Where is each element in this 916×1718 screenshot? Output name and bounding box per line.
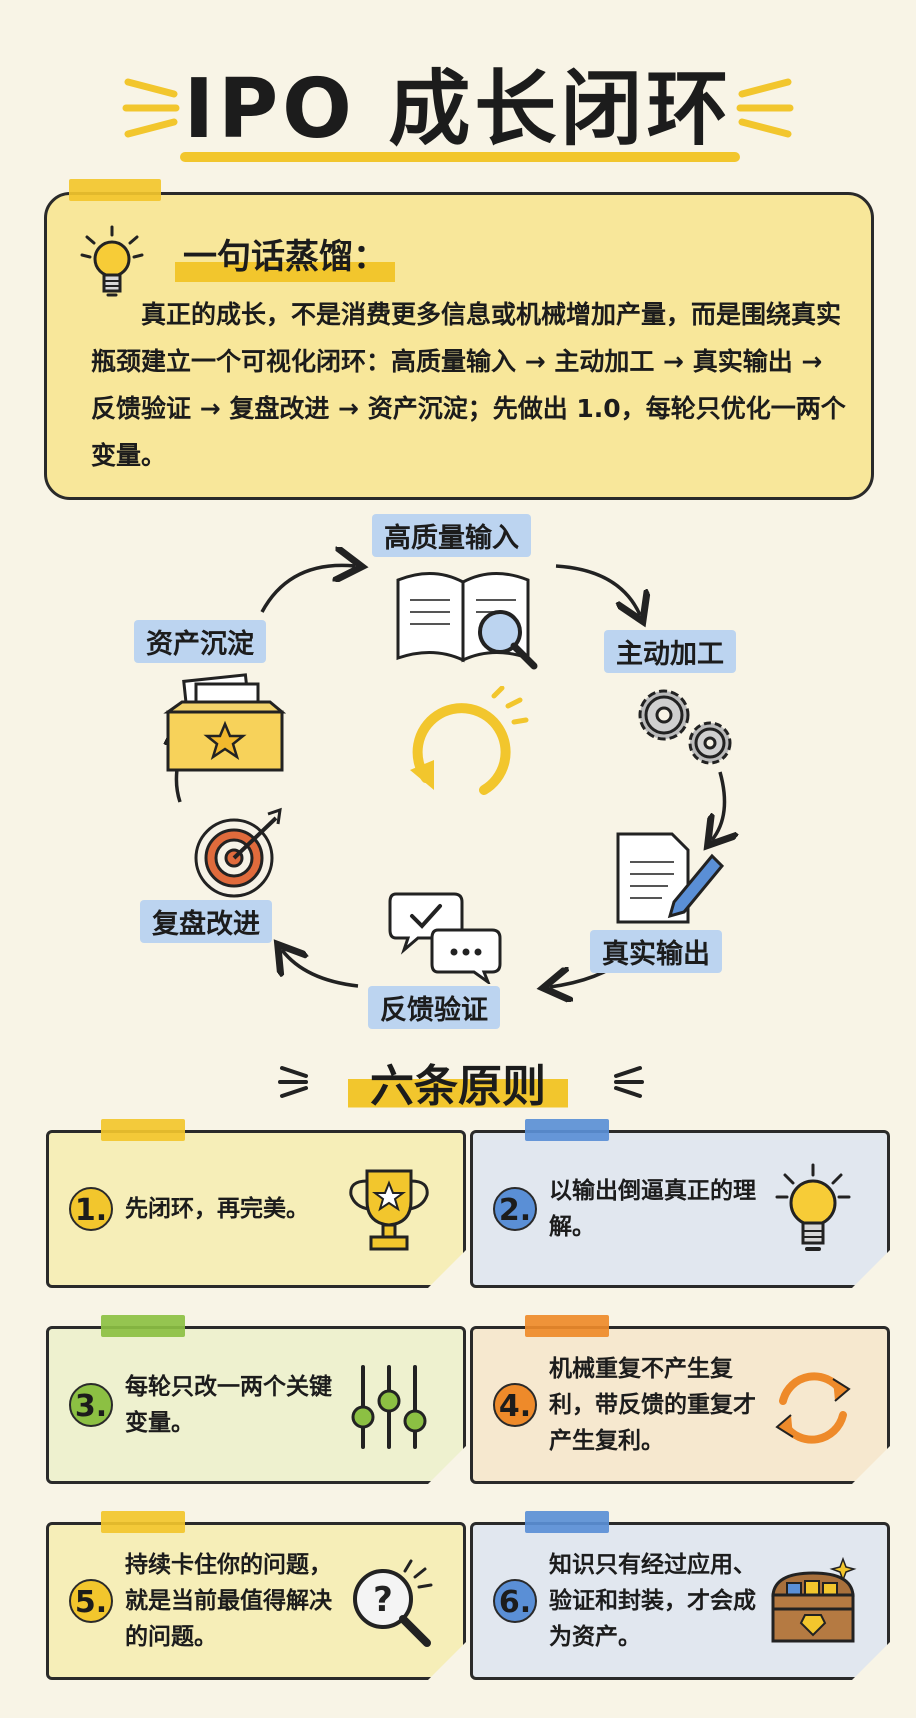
title-underline xyxy=(180,152,740,162)
question-magnifier-icon: ? xyxy=(353,1559,433,1647)
right-spark-icon xyxy=(614,1066,644,1098)
principle-card-2: 2. 以输出倒逼真正的理解。 xyxy=(470,1119,890,1288)
summary-panel: 一句话蒸馏： 真正的成长，不是消费更多信息或机械增加产量，而是围绕真实瓶颈建立一… xyxy=(44,179,874,500)
principle-text: 以输出倒逼真正的理解。 xyxy=(549,1178,756,1240)
book-magnifier-icon xyxy=(396,571,538,670)
tape-decoration xyxy=(525,1119,609,1141)
page-title: IPO 成长闭环 xyxy=(183,62,733,157)
lightbulb-icon xyxy=(775,1163,851,1251)
principle-card-6: 6. 知识只有经过应用、验证和封装，才会成为资产。 xyxy=(470,1511,890,1680)
summary-text: 真正的成长，不是消费更多信息或机械增加产量，而是围绕真实瓶颈建立一个可视化闭环：… xyxy=(91,300,846,470)
principle-text: 每轮只改一两个关键变量。 xyxy=(125,1374,332,1436)
principles-heading: 六条原则 xyxy=(0,1050,916,1114)
principle-card-1: 1. 先闭环，再完美。 xyxy=(46,1119,466,1288)
left-spark-icon xyxy=(278,1066,308,1098)
tape-decoration xyxy=(101,1119,185,1141)
tape-decoration xyxy=(525,1511,609,1533)
lightbulb-icon xyxy=(80,225,144,297)
right-spark-icon xyxy=(736,78,794,138)
principle-number: 4. xyxy=(493,1383,537,1427)
principle-card-5: 5. 持续卡住你的问题，就是当前最值得解决的问题。 ? xyxy=(46,1511,466,1680)
principle-number: 3. xyxy=(69,1383,113,1427)
left-spark-icon xyxy=(122,78,180,138)
treasure-chest-icon xyxy=(771,1556,857,1643)
svg-text:?: ? xyxy=(373,1580,393,1620)
node-label-asset: 资产沉淀 xyxy=(134,620,266,663)
refresh-arrows-icon xyxy=(775,1372,851,1444)
tape-decoration xyxy=(69,179,161,201)
principle-text: 知识只有经过应用、验证和封装，才会成为资产。 xyxy=(549,1552,756,1650)
node-label-review: 复盘改进 xyxy=(140,900,272,943)
arrow-5 xyxy=(282,950,359,988)
tape-decoration xyxy=(525,1315,609,1337)
document-pen-icon xyxy=(616,832,725,924)
node-label-process: 主动加工 xyxy=(604,630,736,673)
principle-text: 持续卡住你的问题，就是当前最值得解决的问题。 xyxy=(125,1552,332,1650)
gears-icon xyxy=(638,689,732,765)
sliders-icon xyxy=(351,1365,427,1449)
principle-card-4: 4. 机械重复不产生复利，带反馈的重复才产生复利。 xyxy=(470,1315,890,1484)
cycle-arrow-icon xyxy=(410,686,529,795)
node-label-feedback: 反馈验证 xyxy=(368,986,500,1029)
title-area: IPO 成长闭环 xyxy=(0,30,916,170)
principle-text: 机械重复不产生复利，带反馈的重复才产生复利。 xyxy=(549,1356,756,1454)
arrow-1 xyxy=(260,565,355,613)
node-label-output: 真实输出 xyxy=(590,930,722,973)
cycle-arrows xyxy=(0,510,916,1050)
tape-decoration xyxy=(101,1315,185,1337)
node-label-input: 高质量输入 xyxy=(372,514,531,557)
principle-text: 先闭环，再完美。 xyxy=(125,1196,309,1222)
principles-heading-text: 六条原则 xyxy=(348,1050,568,1114)
arrow-3 xyxy=(712,771,725,840)
principle-number: 2. xyxy=(493,1187,537,1231)
star-box-icon xyxy=(163,673,287,772)
principle-card-3: 3. 每轮只改一两个关键变量。 xyxy=(46,1315,466,1484)
cycle-diagram: 高质量输入 主动加工 真实输出 反馈验证 复盘改进 xyxy=(0,510,916,1050)
principle-number: 1. xyxy=(69,1187,113,1231)
chat-bubbles-icon xyxy=(388,892,502,984)
summary-heading: 一句话蒸馏： xyxy=(175,229,395,282)
principle-number: 6. xyxy=(493,1579,537,1623)
tape-decoration xyxy=(101,1511,185,1533)
principle-number: 5. xyxy=(69,1579,113,1623)
arrow-2 xyxy=(555,564,640,615)
target-arrow-icon xyxy=(194,807,282,898)
trophy-icon xyxy=(349,1169,429,1251)
